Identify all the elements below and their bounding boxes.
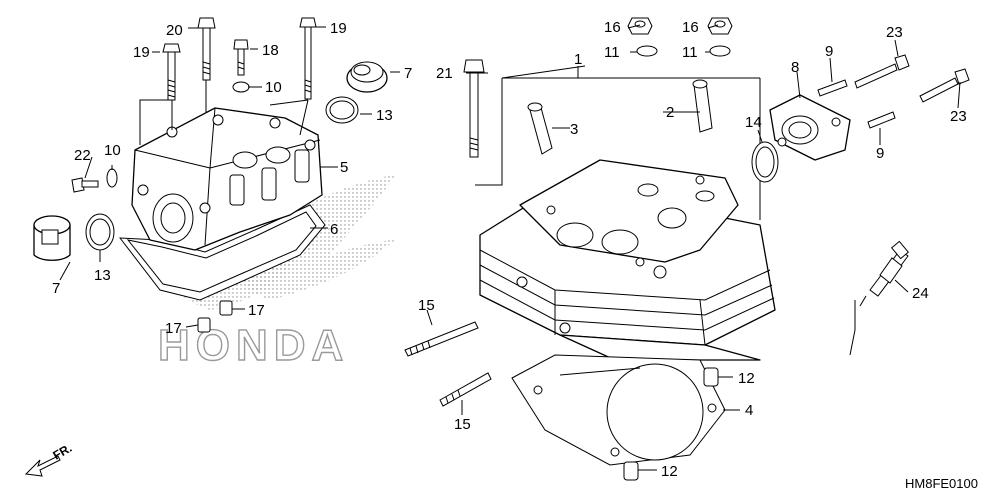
callout-15-upper: 15	[418, 297, 435, 314]
callout-17-upper: 17	[248, 302, 265, 319]
washer-11-right	[709, 45, 731, 57]
callout-7-right: 7	[404, 65, 412, 82]
callout-19-right: 19	[330, 20, 347, 37]
callout-7-left: 7	[52, 280, 60, 297]
callout-9-lower: 9	[876, 145, 884, 162]
callout-20: 20	[166, 22, 183, 39]
callout-6: 6	[330, 221, 338, 238]
callout-11-right: 11	[682, 44, 698, 61]
bolt-19-right	[299, 17, 317, 100]
dowel-17-lower	[197, 317, 211, 333]
bolt-20	[197, 17, 216, 81]
nut-16-right	[707, 17, 733, 35]
callout-17-lower: 17	[165, 320, 182, 337]
callout-13-right: 13	[376, 107, 393, 124]
callout-22: 22	[74, 147, 91, 164]
callout-4: 4	[745, 402, 753, 419]
callout-23-upper: 23	[886, 24, 903, 41]
stud-15-lower	[439, 372, 492, 407]
bolt-18	[233, 39, 249, 76]
washer-10-left	[106, 168, 118, 188]
valve-guide-3	[527, 102, 553, 155]
callout-19-left: 19	[133, 44, 150, 61]
callout-10-upper: 10	[265, 79, 282, 96]
cylinder-head-front	[559, 334, 761, 361]
callout-16-left: 16	[604, 19, 621, 36]
washer-10-top	[232, 81, 250, 93]
oil-filler-cap-right	[346, 61, 388, 93]
insulator-8	[769, 94, 851, 161]
bolt-23-lower	[919, 68, 970, 103]
callout-13-left: 13	[94, 267, 111, 284]
bolt-22	[71, 177, 99, 193]
callout-23-lower: 23	[950, 108, 967, 125]
bolt-23-upper	[854, 54, 910, 89]
callout-14: 14	[745, 114, 762, 131]
callout-15-lower: 15	[454, 416, 471, 433]
callout-5: 5	[340, 159, 348, 176]
stud-9-lower	[867, 111, 896, 129]
stud-9-upper	[817, 79, 848, 97]
callout-8: 8	[791, 59, 799, 76]
callout-1: 1	[574, 51, 582, 68]
callout-2: 2	[666, 104, 674, 121]
leader-lines	[59, 24, 961, 471]
callout-12-lower: 12	[661, 463, 678, 480]
head-cover-gasket-inner	[126, 211, 317, 293]
dowel-12-lower	[623, 461, 639, 481]
bolt-19-left	[162, 43, 181, 101]
callout-11-left: 11	[604, 44, 620, 61]
callout-9-upper: 9	[825, 43, 833, 60]
callout-numbers: 1 2 3 4 5 6 7 7 8 9 9 10 10 11 11 12 12 …	[52, 19, 967, 480]
callout-16-right: 16	[682, 19, 699, 36]
head-cover-bosses	[137, 114, 316, 243]
callout-24: 24	[912, 285, 929, 302]
cylinder-head-group	[479, 159, 776, 361]
honda-watermark: HONDA	[158, 321, 349, 370]
stud-15-upper	[404, 321, 479, 357]
dowel-12-upper	[703, 367, 719, 387]
dowel-17-upper	[219, 300, 233, 316]
valve-guide-2	[692, 79, 713, 133]
washer-11-left	[636, 45, 658, 57]
callout-10-left: 10	[104, 142, 121, 159]
diagram-code: HM8FE0100	[905, 476, 978, 491]
callout-12-upper: 12	[738, 370, 755, 387]
front-direction-arrow-icon: FR.	[24, 441, 74, 477]
oil-filler-cap-left	[33, 215, 71, 261]
spark-plug	[859, 240, 910, 307]
cylinder-head-cover-group	[118, 107, 326, 301]
callout-18: 18	[262, 42, 279, 59]
bolt-21	[463, 59, 485, 158]
callout-3: 3	[570, 121, 578, 138]
nut-16-left	[627, 17, 653, 35]
callout-21: 21	[436, 65, 453, 82]
